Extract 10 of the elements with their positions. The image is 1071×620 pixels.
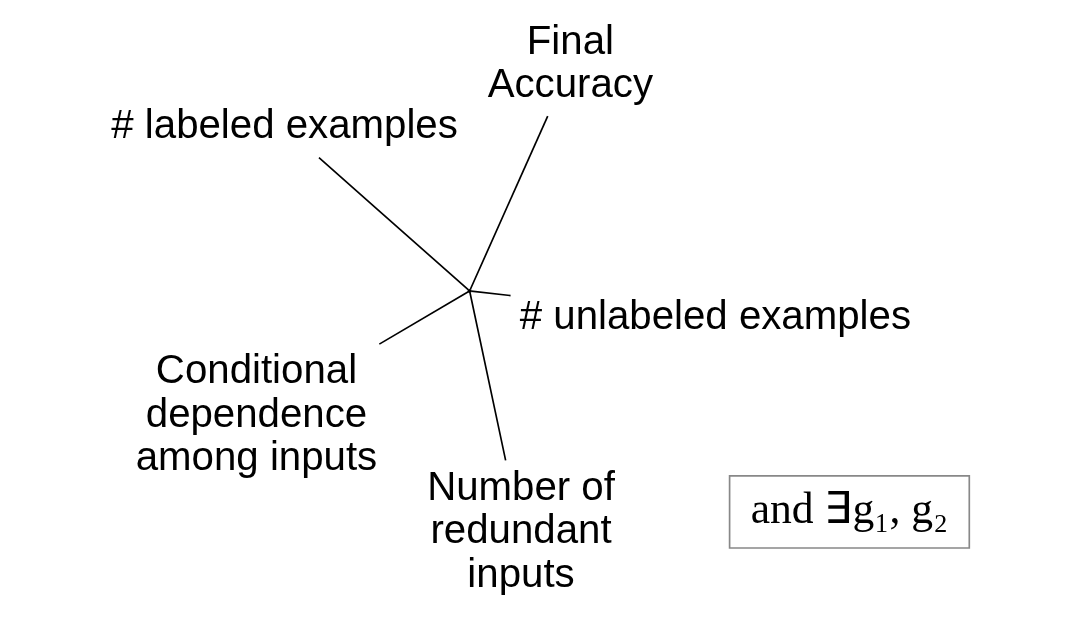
- connector: [468, 291, 506, 462]
- connector: [317, 156, 469, 291]
- node-text: Number of redundant inputs: [426, 463, 615, 596]
- node-text: Conditional dependence among inputs: [135, 347, 377, 480]
- node-text: # labeled examples: [110, 101, 458, 147]
- node-text: # unlabeled examples: [519, 292, 911, 338]
- node-point: [467, 288, 472, 293]
- node-text: Final Accuracy: [487, 17, 653, 107]
- connector: [378, 290, 469, 345]
- node-box: and ∃g₁, g₂: [728, 475, 970, 549]
